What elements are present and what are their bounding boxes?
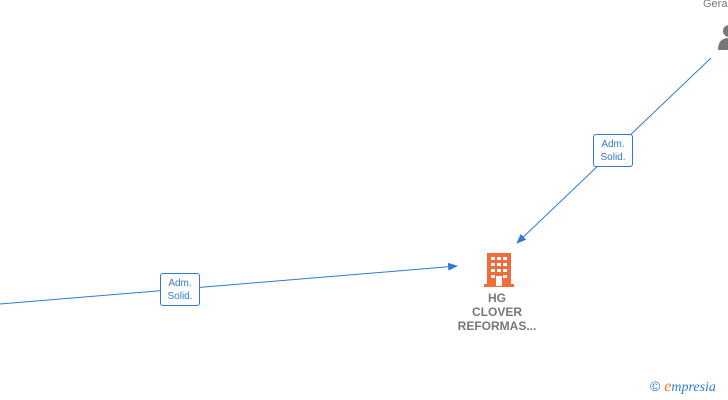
company-label[interactable]: HG CLOVER REFORMAS... <box>447 291 547 333</box>
company-label-line: HG <box>488 291 506 305</box>
brand-logo-rest: mpresia <box>671 380 716 395</box>
edge-label-left: Adm. Solid. <box>160 273 200 306</box>
edge-label-line: Adm. <box>601 139 625 150</box>
edge-label-line: Adm. <box>168 278 192 289</box>
brand-logo: empresia <box>664 378 716 395</box>
edge-label-line: Solid. <box>167 291 193 302</box>
person-name[interactable]: Gera <box>703 0 728 10</box>
copyright-symbol: © <box>650 378 661 394</box>
edge-label-line: Solid. <box>600 152 626 163</box>
brand-logo-e: e <box>664 378 672 395</box>
company-label-line: REFORMAS... <box>457 319 537 333</box>
watermark: © empresia <box>650 378 716 396</box>
company-label-line: CLOVER <box>471 305 522 319</box>
person-icon[interactable] <box>718 25 728 50</box>
edge-label-person: Adm. Solid. <box>593 134 633 167</box>
building-icon[interactable] <box>484 253 514 287</box>
edge-left-to-company <box>0 262 458 305</box>
